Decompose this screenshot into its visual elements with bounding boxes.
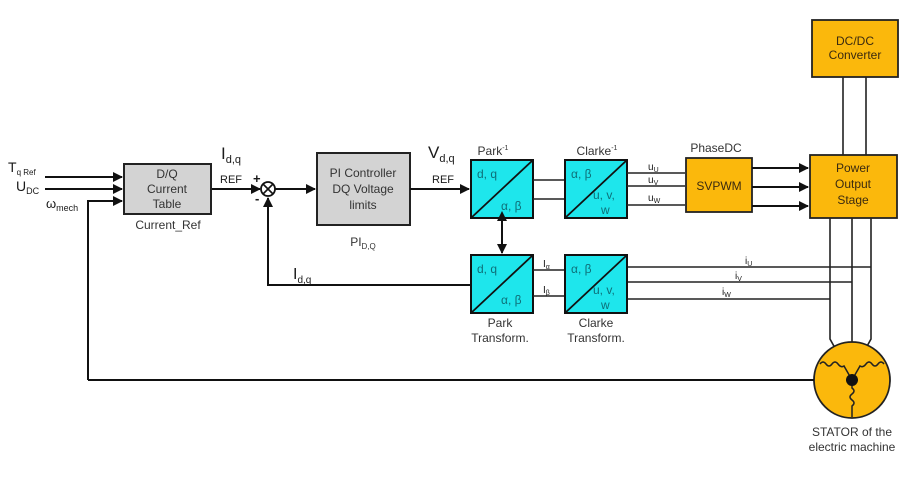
star-point [846,374,858,386]
summing-minus-sign: - [255,191,259,206]
phase-w-line [829,218,836,349]
clarke-transform-block: α, β u, v, w [564,254,628,314]
park-inverse-block: d, q α, β [470,159,534,219]
clarke-inverse-block: α, β u, v, w [564,159,628,219]
vdq-ref-label: Vd,q [428,143,455,165]
iw-label: iW [722,287,731,299]
power-stage-line3: Stage [837,193,869,207]
vdq-ref-ref-label: REF [432,174,454,186]
current-table-line1: D/Q [156,167,177,181]
power-stage-line2: Output [835,177,872,191]
current-table-line2: Current [147,182,188,196]
input-udc-label: UDC [16,178,40,196]
park-inv-title: Park-1 [478,144,509,158]
pi-controller-line3: limits [349,198,376,212]
uv-label: uV [648,175,659,187]
i-beta-label: Iβ [543,285,550,297]
park-bottom-label: α, β [501,293,522,307]
svpwm-label: SVPWM [696,179,741,193]
park-transform-block: d, q α, β [470,254,534,314]
winding-right [851,361,885,381]
summing-plus-sign: + [253,171,261,186]
pi-controller-block: PI Controller DQ Voltage limits [316,152,411,226]
winding-bottom [849,380,855,417]
pi-controller-caption: PID,Q [350,235,376,251]
input-tq-ref-label: Tq Ref [8,159,36,177]
clarke-inv-title: Clarke-1 [577,144,618,158]
clarke-bottom-label2: w [600,298,610,312]
input-omega-label: ωmech [46,196,78,213]
iv-label: iV [735,271,742,283]
current-table-caption: Current_Ref [135,218,201,232]
iu-label: iU [745,256,752,268]
pi-controller-line2: DQ Voltage [332,182,394,196]
svpwm-block: SVPWM [685,157,753,213]
park-top-label: d, q [477,262,497,276]
current-table-block: D/Q Current Table [123,163,212,215]
park-caption-line1: Park [488,316,514,330]
clarke-caption-line2: Transform. [567,331,625,345]
stator-caption-line1: STATOR of the [812,425,892,439]
dcdc-converter-block: DC/DC Converter [811,19,899,78]
dcdc-line2: Converter [829,48,882,62]
idq-feedback-label: Id,q [293,266,311,286]
park-caption-line2: Transform. [471,331,529,345]
clarke-bottom-label1: u, v, [593,283,615,297]
power-stage-line1: Power [836,161,870,175]
uu-label: uU [648,162,659,174]
stator-symbol [813,341,891,419]
winding-left [819,361,853,381]
phase-u-line [865,218,872,349]
dcdc-line1: DC/DC [836,34,874,48]
clarke-inv-top-label: α, β [571,167,592,181]
uw-label: uW [648,193,661,205]
park-inv-top-label: d, q [477,167,497,181]
svpwm-title: PhaseDC [690,141,742,155]
omega-feedback-wire [87,196,123,380]
idq-ref-label: Id,q [221,144,241,166]
park-inv-bottom-label: α, β [501,199,522,213]
pi-controller-line1: PI Controller [330,166,397,180]
summing-junction [260,181,276,197]
current-table-line3: Table [153,197,182,211]
power-output-stage-block: Power Output Stage [809,154,898,219]
idq-feedback-wire [263,197,471,286]
stator-caption-line2: electric machine [809,440,896,454]
idq-ref-ref-label: REF [220,174,242,186]
clarke-inv-bottom-label1: u, v, [593,188,615,202]
clarke-top-label: α, β [571,262,592,276]
clarke-inv-bottom-label2: w [600,203,610,217]
i-alpha-label: Iα [543,259,550,271]
clarke-caption-line1: Clarke [579,316,614,330]
